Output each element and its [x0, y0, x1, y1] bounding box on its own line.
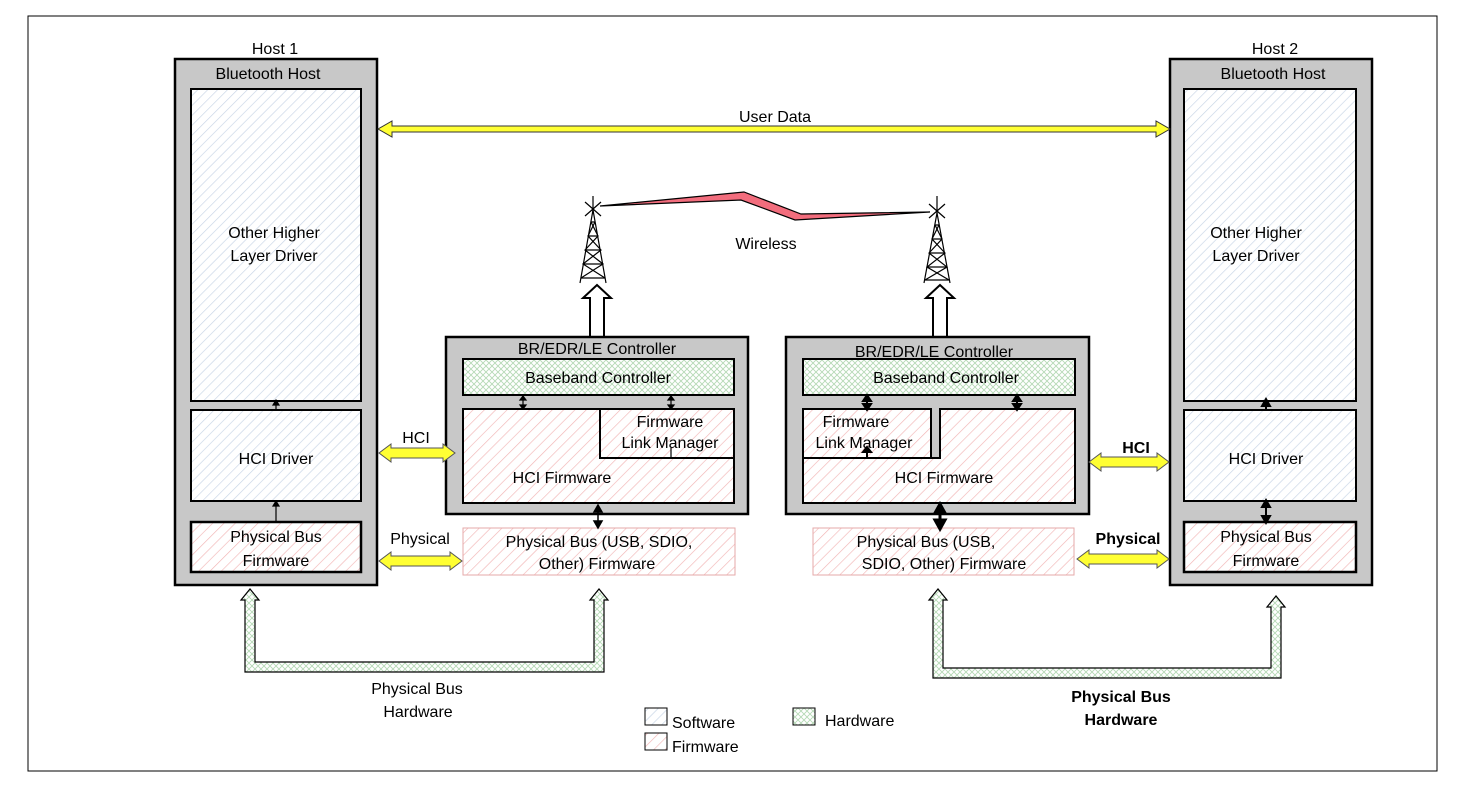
controller2-link-manager-line2: Link Manager	[816, 435, 914, 452]
host2-bluetooth-host-label: Bluetooth Host	[1221, 66, 1327, 83]
host2-other-higher-line2: Layer Driver	[1212, 248, 1300, 265]
host1-other-higher-line1: Other Higher	[228, 225, 320, 242]
controller2-hci-firmware-label: HCI Firmware	[895, 470, 994, 487]
controller1-link-manager-line2: Link Manager	[622, 435, 720, 452]
controller2-baseband-label: Baseband Controller	[873, 370, 1020, 387]
right-antenna-tower-icon	[923, 196, 951, 284]
controller2-physical-bus-line1: Physical Bus (USB,	[857, 534, 996, 551]
host1-other-higher-layer-box	[190, 88, 362, 402]
legend-firmware-swatch	[644, 732, 668, 751]
host1-bluetooth-host-label: Bluetooth Host	[216, 66, 322, 83]
wireless-label: Wireless	[735, 236, 796, 253]
physical-bus-hardware-right-line1: Physical Bus	[1071, 689, 1171, 706]
controller1-physical-bus-line2: Other) Firmware	[539, 556, 656, 573]
wireless-lightning-bolt	[599, 191, 931, 221]
controller2-physical-bus-line2: SDIO, Other) Firmware	[862, 556, 1027, 573]
controller2-bus-arrow	[932, 500, 948, 533]
hci-label-right: HCI	[1122, 440, 1150, 457]
hci-label-left: HCI	[402, 430, 430, 447]
host2-other-higher-layer-box	[1183, 88, 1357, 402]
host2-internal-arrows	[1260, 396, 1272, 526]
physical-label-left: Physical	[390, 531, 450, 548]
host1-physical-bus-firmware-box	[189, 520, 363, 574]
host2-other-higher-line1: Other Higher	[1210, 225, 1302, 242]
controller1-internal-arrows	[518, 395, 676, 458]
host2-physical-bus-line2: Firmware	[1233, 553, 1300, 570]
controller2-title: BR/EDR/LE Controller	[855, 344, 1014, 361]
user-data-label: User Data	[739, 109, 811, 126]
host2-hci-driver-box	[1183, 409, 1357, 502]
controller1-physical-bus-line1: Physical Bus (USB, SDIO,	[506, 534, 693, 551]
controller2-physical-bus-box	[812, 527, 1075, 576]
physical-label-right: Physical	[1096, 531, 1161, 548]
controller1-hci-firmware-label: HCI Firmware	[513, 470, 612, 487]
controller2-hci-firmware-box	[802, 408, 1076, 504]
controller2-internal-arrows	[860, 393, 1023, 459]
physical-bus-hardware-left	[239, 588, 610, 673]
host1-label: Host 1	[252, 41, 298, 58]
left-antenna-tower-icon	[579, 196, 607, 284]
legend: Software Firmware Hardware	[644, 707, 894, 756]
controller2-baseband-box	[802, 358, 1076, 396]
host1-hci-driver-label: HCI Driver	[239, 451, 314, 468]
controller1-to-antenna-arrow	[580, 283, 614, 339]
physical-arrow-left	[378, 551, 463, 571]
hci-arrow-left	[378, 443, 456, 463]
physical-bus-hardware-right-line2: Hardware	[1085, 712, 1158, 729]
controller1-baseband-box	[462, 358, 735, 396]
legend-software-label: Software	[672, 715, 735, 732]
legend-hardware-label: Hardware	[825, 713, 894, 730]
controller1-link-manager-box	[599, 408, 735, 459]
legend-hardware-swatch	[792, 707, 816, 726]
host2-hci-driver-label: HCI Driver	[1229, 451, 1304, 468]
controller2-link-manager-line1: Firmware	[823, 414, 890, 431]
physical-arrow-right	[1076, 549, 1170, 569]
controller2-to-antenna-arrow	[923, 283, 957, 339]
controller1-physical-bus-box	[462, 527, 736, 576]
user-data-arrow	[376, 120, 1172, 138]
legend-firmware-label: Firmware	[672, 739, 739, 756]
controller1-bus-arrow	[592, 503, 604, 530]
hci-arrow-right	[1088, 452, 1170, 472]
host2-physical-bus-line1: Physical Bus	[1220, 529, 1312, 546]
host2-physical-bus-firmware-box	[1182, 520, 1358, 574]
physical-bus-hardware-left-line2: Hardware	[383, 704, 452, 721]
physical-bus-hardware-right	[927, 588, 1287, 679]
physical-bus-hardware-left-line1: Physical Bus	[371, 681, 463, 698]
host1-physical-bus-line1: Physical Bus	[230, 529, 322, 546]
legend-software-swatch	[644, 707, 668, 726]
host1-other-higher-line2: Layer Driver	[230, 248, 318, 265]
controller1-link-manager-line1: Firmware	[637, 414, 704, 431]
controller1-title: BR/EDR/LE Controller	[518, 341, 677, 358]
host1-internal-arrows	[271, 398, 281, 522]
host1-physical-bus-line2: Firmware	[243, 553, 310, 570]
host2-label: Host 2	[1252, 41, 1298, 58]
controller1-baseband-label: Baseband Controller	[525, 370, 672, 387]
